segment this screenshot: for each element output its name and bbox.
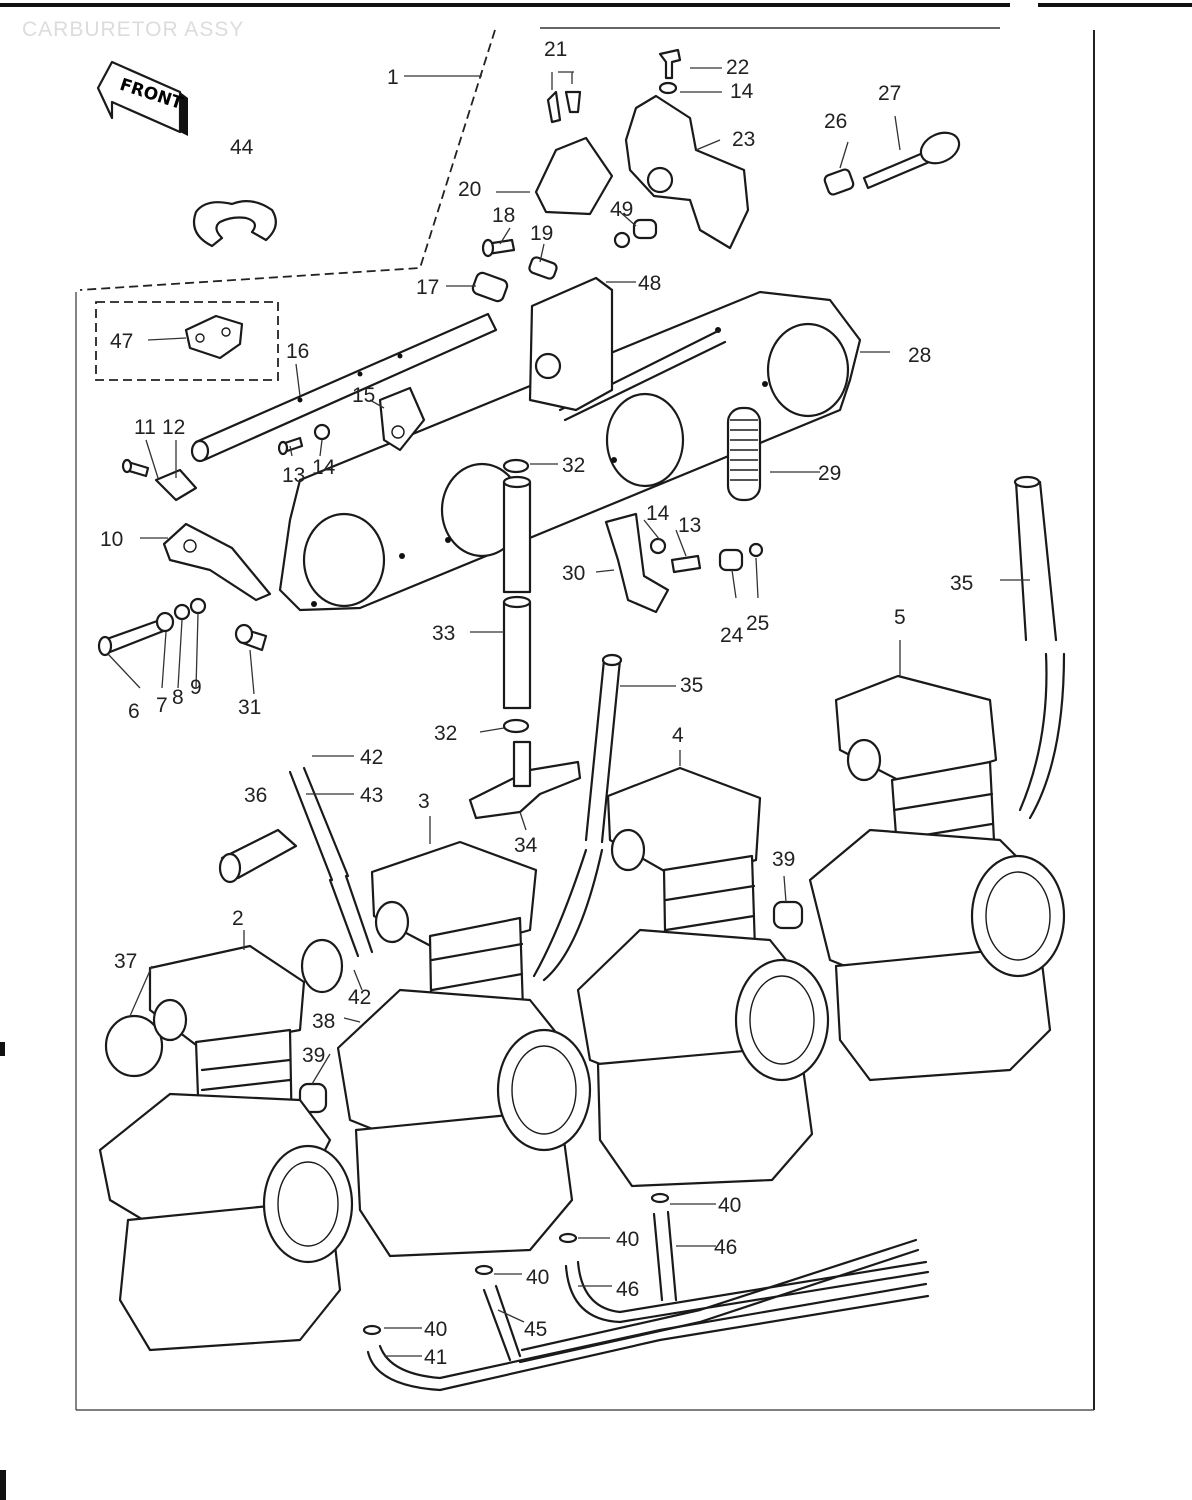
callout: 5 xyxy=(894,606,906,629)
callout: 2 xyxy=(232,907,244,930)
callout: 28 xyxy=(908,344,931,367)
callout: 4 xyxy=(672,724,684,747)
callout: 29 xyxy=(818,462,841,485)
callout: 42 xyxy=(360,746,383,769)
vent-tube-and-fitting xyxy=(468,458,582,820)
callout: 3 xyxy=(418,790,430,813)
callout: 12 xyxy=(162,416,185,439)
callout: 20 xyxy=(458,178,481,201)
callout: 38 xyxy=(312,1010,335,1033)
drain-hoses xyxy=(362,1192,930,1392)
callout: 17 xyxy=(416,276,439,299)
throttle-shaft xyxy=(190,312,498,463)
callout: 32 xyxy=(562,454,585,477)
lever-part-15 xyxy=(378,386,426,452)
upper-mechanism-parts xyxy=(471,48,961,303)
assembly-boundary xyxy=(79,29,496,381)
callout: 18 xyxy=(492,204,515,227)
callout: 1 xyxy=(387,66,399,89)
callout: 40 xyxy=(616,1228,639,1251)
callout: 32 xyxy=(434,722,457,745)
callout: 19 xyxy=(530,222,553,245)
callout: 10 xyxy=(100,528,123,551)
callout: 43 xyxy=(360,784,383,807)
callout: 23 xyxy=(732,128,755,151)
hoses-and-caps xyxy=(104,475,1066,1114)
callout: 24 xyxy=(720,624,744,647)
callout: 22 xyxy=(726,56,749,79)
diagram-title: CARBURETOR ASSY xyxy=(22,18,245,41)
callout: 36 xyxy=(244,784,267,807)
callout: 30 xyxy=(562,562,585,585)
callout: 33 xyxy=(432,622,455,645)
bracket-part-47 xyxy=(184,314,244,360)
callout: 40 xyxy=(424,1318,447,1341)
callout: 40 xyxy=(718,1194,741,1217)
callout: 48 xyxy=(638,272,661,295)
callout: 14 xyxy=(646,502,670,525)
callout: 35 xyxy=(680,674,703,697)
callout: 7 xyxy=(156,694,168,717)
callout: 15 xyxy=(352,384,375,407)
callout: 39 xyxy=(302,1044,325,1067)
callout: 9 xyxy=(190,676,202,699)
callout: 13 xyxy=(282,464,305,487)
carburetor-holder-plate xyxy=(278,290,862,612)
callout: 21 xyxy=(544,38,567,61)
callout: 34 xyxy=(514,834,538,857)
callout: 16 xyxy=(286,340,309,363)
front-arrow-badge: FRONT xyxy=(96,60,188,136)
callout: 27 xyxy=(878,82,901,105)
callout: 25 xyxy=(746,612,769,635)
callout: 40 xyxy=(526,1266,549,1289)
callout: 35 xyxy=(950,572,973,595)
carburetor-4 xyxy=(576,766,830,1188)
spring-and-lever-30 xyxy=(604,406,764,614)
clip-part xyxy=(192,199,277,248)
callout: 44 xyxy=(230,136,254,159)
callout: 47 xyxy=(110,330,133,353)
callout: 31 xyxy=(238,696,261,719)
callout: 46 xyxy=(714,1236,737,1259)
lever-part-10 xyxy=(162,522,272,602)
carburetor-2 xyxy=(98,944,354,1352)
callout: 39 xyxy=(772,848,795,871)
idle-screw-set xyxy=(97,597,207,657)
callout: 14 xyxy=(312,456,336,479)
callout: 37 xyxy=(114,950,137,973)
choke-bracket xyxy=(528,276,614,412)
callout: 45 xyxy=(524,1318,547,1341)
callout: 26 xyxy=(824,110,847,133)
callout: 11 xyxy=(134,416,156,439)
callout: 13 xyxy=(678,514,701,537)
callout-labels: 1 2 3 4 5 6 7 8 9 10 11 12 13 13 14 14 1… xyxy=(100,38,973,1369)
callout: 41 xyxy=(424,1346,447,1369)
callout: 8 xyxy=(172,686,184,709)
callout: 42 xyxy=(348,986,371,1009)
leader-lines xyxy=(107,67,1030,1357)
carburetor-5 xyxy=(808,674,1066,1082)
callout: 49 xyxy=(610,198,633,221)
small-screws xyxy=(121,423,331,652)
callout: 14 xyxy=(730,80,754,103)
carburetor-3 xyxy=(336,840,592,1258)
callout: 46 xyxy=(616,1278,639,1301)
callout: 6 xyxy=(128,700,140,723)
page-frame xyxy=(0,3,1192,1500)
